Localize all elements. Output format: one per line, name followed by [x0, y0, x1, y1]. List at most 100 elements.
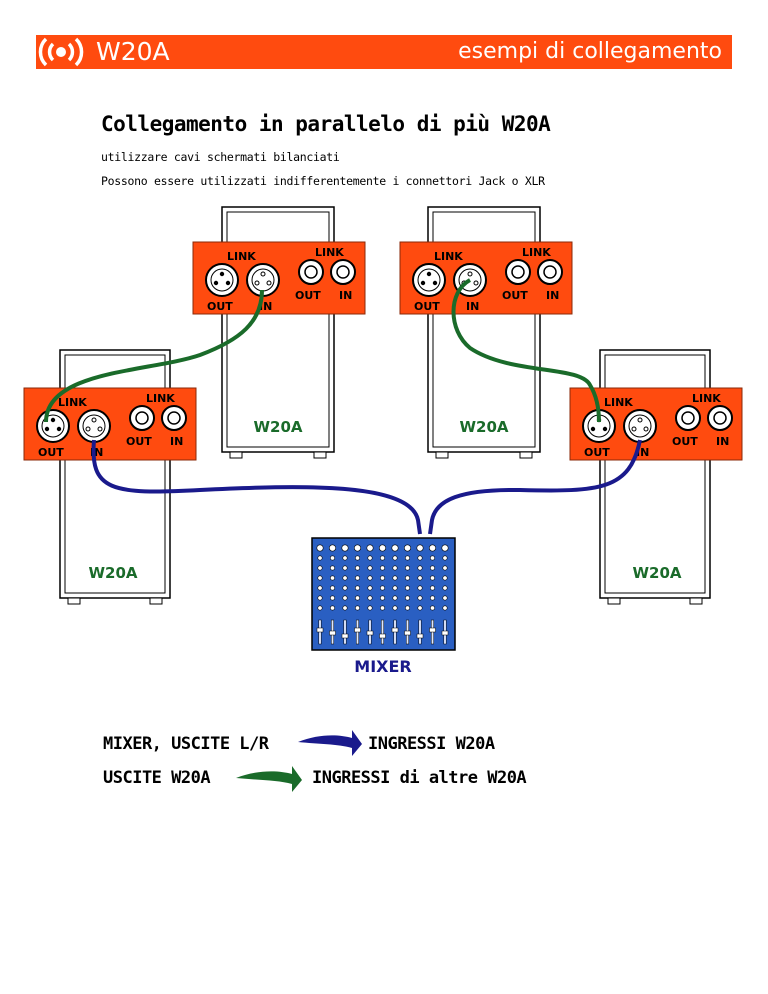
mixer-knob [342, 575, 348, 581]
connector-panel-3: LINK LINK OUT IN OUT IN [399, 241, 573, 315]
legend-mixer-outputs: MIXER, USCITE L/R [103, 734, 269, 754]
mixer-knob [329, 585, 335, 591]
model-name: W20A [96, 37, 170, 66]
svg-text:IN: IN [466, 300, 479, 313]
mixer-knob [404, 555, 410, 561]
mixer-knob [404, 575, 410, 581]
speaker-label: W20A [459, 418, 508, 436]
speaker-label: W20A [632, 564, 681, 582]
blue-arrow-icon [298, 730, 362, 756]
mixer-knob [367, 565, 373, 571]
mixer-knob [392, 565, 398, 571]
mixer-knob [379, 585, 385, 591]
mixer-knob [367, 605, 373, 611]
mixer-knob [354, 585, 360, 591]
connector-panel-2: LINK LINK OUT IN OUT IN [192, 241, 366, 315]
mixer-fader-cap [341, 633, 349, 639]
mixer-knob [317, 575, 323, 581]
mixer-knob [342, 565, 348, 571]
mixer-knob [417, 565, 423, 571]
mixer-knob [367, 595, 373, 601]
mixer-knob [342, 605, 348, 611]
mixer-fader-cap [316, 627, 324, 633]
mixer-knob [392, 575, 398, 581]
mixer-knob [317, 565, 323, 571]
mixer-label: MIXER [354, 657, 411, 676]
mixer-knob [417, 555, 423, 561]
mixer-knob [441, 544, 449, 552]
mixer-fader-cap [391, 627, 399, 633]
mixer-fader-cap [379, 633, 386, 639]
mixer-fader [381, 619, 384, 645]
mixer-knob [354, 605, 360, 611]
mixer-knob [329, 565, 335, 571]
svg-text:LINK: LINK [58, 396, 87, 409]
mixer-knob [329, 595, 335, 601]
mixer-knob [317, 585, 323, 591]
mixer-knob [404, 585, 410, 591]
mixer-knob [429, 555, 435, 561]
mixer-fader [343, 619, 347, 645]
svg-text:IN: IN [716, 435, 729, 448]
mixer-knob [379, 575, 385, 581]
mixer-knob [442, 595, 448, 601]
mixer-knob [353, 544, 361, 552]
note-connectors: Possono essere utilizzati indifferenteme… [101, 174, 545, 188]
svg-text:LINK: LINK [146, 392, 175, 405]
mixer-knob [317, 595, 323, 601]
mixer-fader-cap [354, 627, 361, 633]
mixer-knob [429, 585, 435, 591]
mixer-knob [417, 605, 423, 611]
mixer-knob [379, 595, 385, 601]
mixer-knob [442, 565, 448, 571]
mixer-knob [329, 575, 335, 581]
mixer-knob [391, 544, 399, 552]
svg-text:OUT: OUT [672, 435, 698, 448]
mixer-knob [341, 544, 349, 552]
blue-cable-right [428, 439, 642, 535]
svg-text:LINK: LINK [522, 246, 551, 259]
svg-text:OUT: OUT [414, 300, 440, 313]
svg-text:OUT: OUT [207, 300, 233, 313]
mixer-knob [417, 595, 423, 601]
mixer-knob [354, 555, 360, 561]
svg-text:IN: IN [546, 289, 559, 302]
svg-text:OUT: OUT [38, 446, 64, 459]
connector-panel-1: LINK LINK OUT IN OUT IN [23, 387, 197, 461]
mixer-knob [328, 544, 336, 552]
mixer-knob [404, 595, 410, 601]
mixer-knob [316, 544, 324, 552]
mixer-knob [429, 575, 435, 581]
svg-text:OUT: OUT [502, 289, 528, 302]
speaker-label: W20A [253, 418, 302, 436]
mixer-knob [429, 565, 435, 571]
mixer-device: MIXER [311, 537, 456, 676]
blue-cable-left [91, 439, 422, 535]
mixer-knob [417, 585, 423, 591]
speaker-label: W20A [88, 564, 137, 582]
mixer-knob [429, 595, 435, 601]
speaker-logo-icon [36, 35, 86, 69]
svg-text:OUT: OUT [295, 289, 321, 302]
svg-text:OUT: OUT [584, 446, 610, 459]
mixer-fader [418, 619, 422, 645]
mixer-knob [417, 575, 423, 581]
green-cable-right [451, 278, 601, 423]
legend-other-inputs: INGRESSI di altre W20A [312, 768, 527, 788]
mixer-knob [329, 555, 335, 561]
mixer-knob [404, 605, 410, 611]
mixer-knob [392, 555, 398, 561]
mixer-fader-cap [441, 630, 449, 636]
mixer-knob [442, 585, 448, 591]
svg-text:LINK: LINK [227, 250, 256, 263]
mixer-knob [342, 595, 348, 601]
legend-speaker-inputs: INGRESSI W20A [368, 734, 495, 754]
mixer-knob [354, 565, 360, 571]
header-bar: W20A esempi di collegamento [36, 35, 732, 69]
svg-text:LINK: LINK [434, 250, 463, 263]
mixer-knob [367, 555, 373, 561]
svg-text:LINK: LINK [692, 392, 721, 405]
mixer-fader-cap [429, 627, 436, 633]
mixer-fader-cap [404, 630, 411, 636]
mixer-knob [317, 605, 323, 611]
